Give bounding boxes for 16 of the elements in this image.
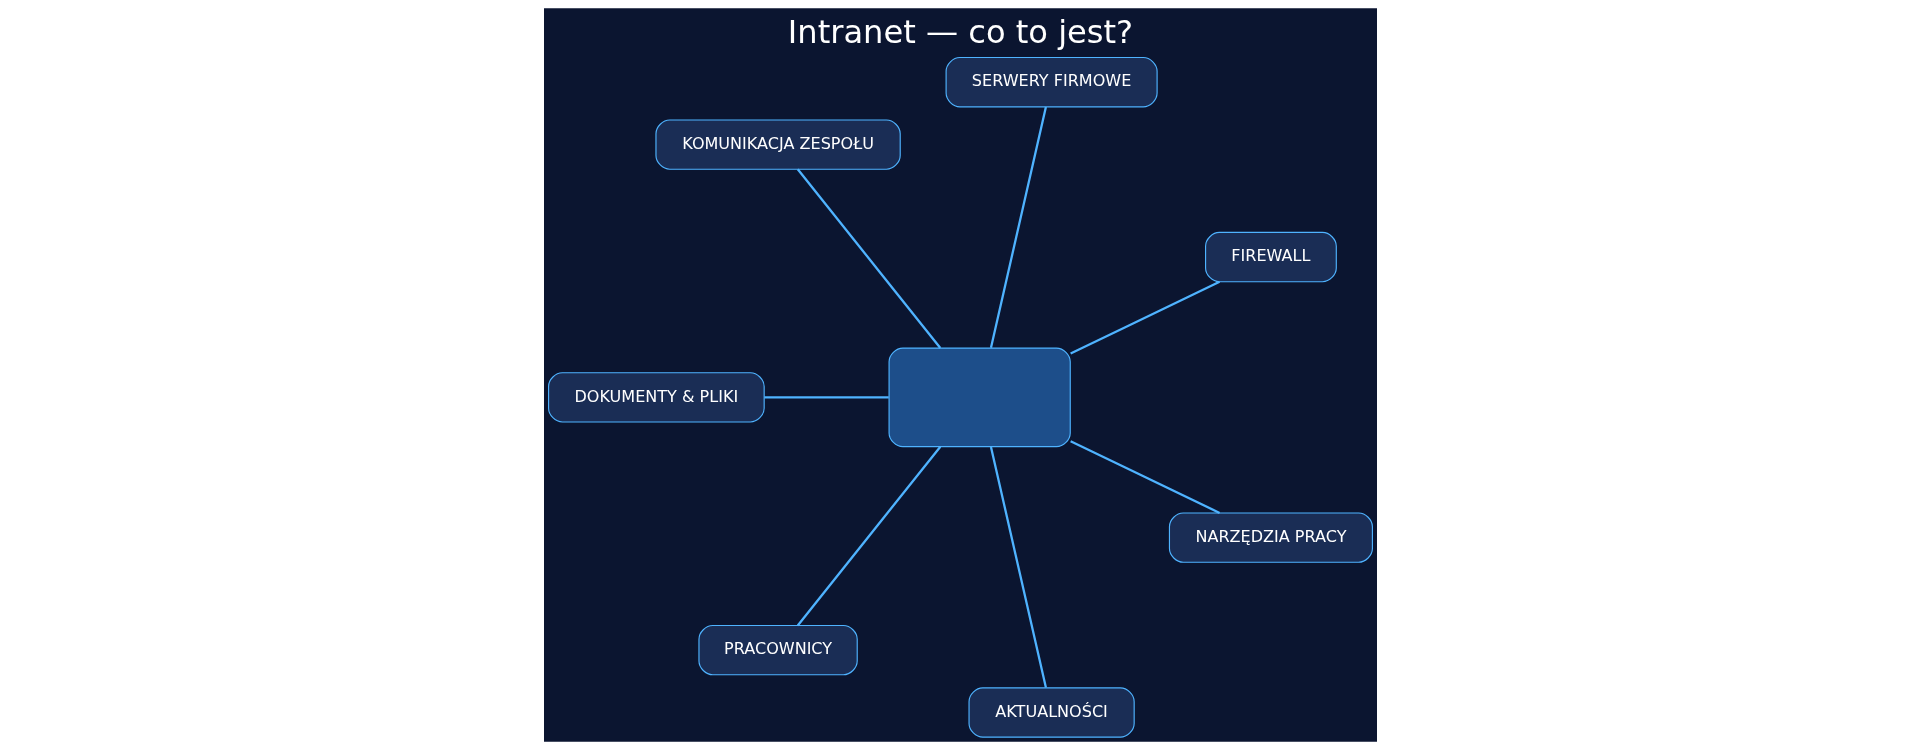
node-box: FIREWALL: [1204, 231, 1337, 283]
node-box: [888, 347, 1071, 448]
connector: [1069, 440, 1220, 514]
node-box: KOMUNIKACJA ZESPOŁU: [654, 119, 901, 170]
connector: [1069, 280, 1220, 355]
node-box: PRACOWNICY: [697, 624, 858, 676]
node-box: AKTUALNOŚCI: [967, 687, 1135, 738]
node-box: NARZĘDZIA PRACY: [1168, 512, 1373, 563]
connector: [796, 445, 941, 627]
diagram-title: Intranet — co to jest?: [787, 13, 1133, 52]
connector: [796, 168, 941, 349]
node-box: DOKUMENTY & PLIKI: [547, 372, 765, 423]
connector: [989, 106, 1047, 349]
connector: [989, 446, 1047, 688]
node-box: SERWERY FIRMOWE: [945, 56, 1158, 108]
connector: [763, 396, 889, 399]
